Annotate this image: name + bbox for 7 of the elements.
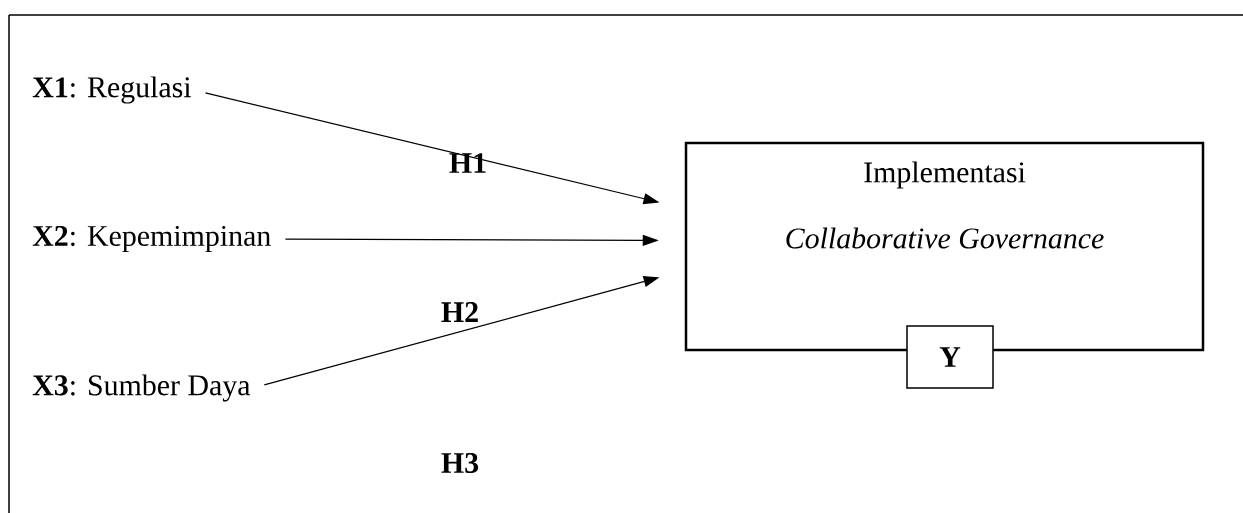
hypothesis-label: H1: [449, 153, 486, 173]
variable-label: X2: Kepemimpinan: [32, 225, 271, 253]
hypothesis-label: H3: [441, 452, 479, 474]
variable-box: Y: [906, 325, 994, 389]
hypothesis-label: H2: [441, 302, 478, 322]
variable-label: X3: Sumber Daya: [32, 374, 251, 402]
variable-label: X1: Regulasi: [32, 76, 192, 104]
